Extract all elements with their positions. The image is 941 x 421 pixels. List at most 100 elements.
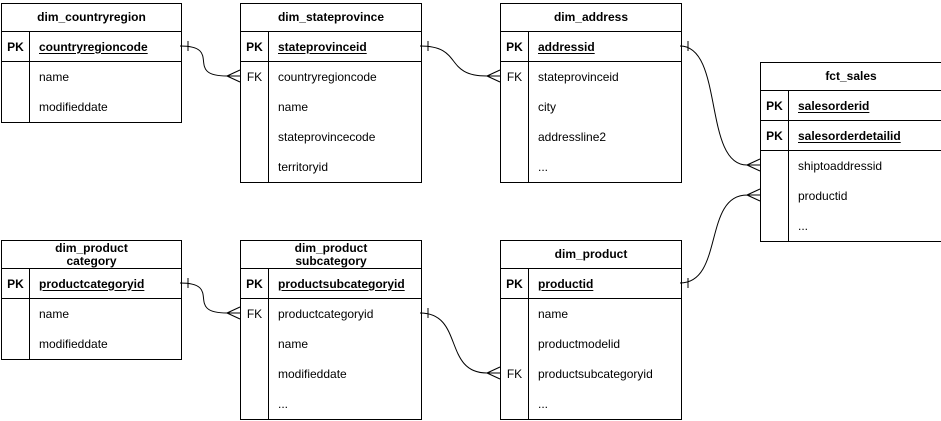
key-cell-empty bbox=[761, 181, 789, 211]
column-name: salesorderid bbox=[798, 98, 870, 113]
key-cell-empty bbox=[2, 92, 30, 122]
table-row[interactable]: name bbox=[241, 92, 421, 122]
table-row[interactable]: modifieddate bbox=[241, 359, 421, 389]
table-row[interactable]: addressline2 bbox=[501, 122, 681, 152]
table-row[interactable]: PK productid bbox=[501, 269, 681, 299]
column-name: stateprovinceid bbox=[278, 39, 367, 54]
relation-edge-dim_stateprovince-to-dim_address[interactable] bbox=[419, 41, 501, 83]
table-row[interactable]: PK salesorderid bbox=[761, 91, 941, 121]
table-row[interactable]: ... bbox=[501, 389, 681, 419]
relation-edge-dim_countryregion-to-dim_stateprovince[interactable] bbox=[179, 41, 241, 83]
relation-edge-dim_productcategory-to-dim_productsubcategory[interactable] bbox=[179, 278, 241, 320]
column-name: ... bbox=[798, 219, 809, 233]
table-title-line: dim_address bbox=[553, 10, 629, 24]
key-cell-empty bbox=[241, 152, 269, 182]
key-cell-empty bbox=[2, 329, 30, 359]
key-label-pk: PK bbox=[501, 269, 529, 298]
column-name: salesorderdetailid bbox=[798, 128, 901, 143]
key-label-pk: PK bbox=[241, 32, 269, 61]
column-name: name bbox=[278, 337, 309, 351]
column-name: ... bbox=[538, 397, 549, 411]
key-label-pk: PK bbox=[501, 32, 529, 61]
key-cell-empty bbox=[501, 92, 529, 122]
table-title-line: dim_product bbox=[55, 240, 128, 255]
key-label-pk: PK bbox=[761, 91, 789, 120]
table-row[interactable]: productmodelid bbox=[501, 329, 681, 359]
table-row[interactable]: city bbox=[501, 92, 681, 122]
table-row[interactable]: FK stateprovinceid bbox=[501, 62, 681, 92]
table-title: dim_address bbox=[501, 4, 681, 32]
key-cell-empty bbox=[761, 151, 789, 181]
table-row[interactable]: modifieddate bbox=[2, 92, 181, 122]
key-label-pk: PK bbox=[761, 121, 789, 150]
column-name: productmodelid bbox=[538, 337, 621, 351]
table-row[interactable]: territoryid bbox=[241, 152, 421, 182]
column-name: stateprovinceid bbox=[538, 70, 619, 84]
column-name: ... bbox=[278, 397, 289, 411]
key-cell-empty bbox=[241, 359, 269, 389]
table-row[interactable]: shiptoaddressid bbox=[761, 151, 941, 181]
key-cell-empty bbox=[2, 299, 30, 329]
column-name: ... bbox=[538, 160, 549, 174]
key-label-pk: PK bbox=[2, 269, 30, 298]
table-row[interactable]: stateprovincecode bbox=[241, 122, 421, 152]
table-row[interactable]: name bbox=[501, 299, 681, 329]
column-name: modifieddate bbox=[39, 100, 108, 114]
table-row[interactable]: PK stateprovinceid bbox=[241, 32, 421, 62]
key-cell-empty bbox=[761, 211, 789, 241]
table-title-line: dim_countryregion bbox=[37, 10, 146, 24]
key-cell-empty bbox=[241, 92, 269, 122]
key-cell-empty bbox=[501, 122, 529, 152]
table-row[interactable]: modifieddate bbox=[2, 329, 181, 359]
column-name: productsubcategoryid bbox=[538, 367, 653, 381]
table-row[interactable]: name bbox=[241, 329, 421, 359]
table-title-line: category bbox=[66, 253, 117, 268]
column-name: addressid bbox=[538, 39, 595, 54]
column-name: productsubcategoryid bbox=[278, 276, 405, 291]
column-name: shiptoaddressid bbox=[798, 159, 883, 173]
column-name: countryregioncode bbox=[39, 39, 148, 54]
table-row[interactable]: name bbox=[2, 62, 181, 92]
key-label-fk: FK bbox=[501, 62, 529, 92]
relation-edge-dim_productsubcategory-to-dim_product[interactable] bbox=[419, 308, 501, 380]
table-row[interactable]: ... bbox=[501, 152, 681, 182]
key-cell-empty bbox=[241, 122, 269, 152]
table-title: dim_countryregion bbox=[2, 4, 181, 32]
key-cell-empty bbox=[2, 62, 30, 92]
key-cell-empty bbox=[501, 329, 529, 359]
table-title-line: dim_product bbox=[554, 247, 628, 261]
column-name: productcategoryid bbox=[278, 307, 374, 321]
table-row[interactable]: productid bbox=[761, 181, 941, 211]
column-name: name bbox=[538, 307, 569, 321]
table-row[interactable]: ... bbox=[241, 389, 421, 419]
table-row[interactable]: PK addressid bbox=[501, 32, 681, 62]
column-name: name bbox=[278, 100, 309, 114]
column-name: city bbox=[538, 100, 556, 114]
column-name: territoryid bbox=[278, 160, 329, 174]
column-name: productid bbox=[538, 276, 594, 291]
table-row[interactable]: PK salesorderdetailid bbox=[761, 121, 941, 151]
relation-edge-dim_product-to-fct_sales[interactable] bbox=[679, 188, 761, 288]
table-row[interactable]: name bbox=[2, 299, 181, 329]
key-cell-empty bbox=[241, 329, 269, 359]
table-title: fct_sales bbox=[761, 63, 941, 91]
relation-edge-dim_address-to-fct_sales[interactable] bbox=[679, 41, 761, 172]
key-cell-empty bbox=[241, 389, 269, 419]
table-row[interactable]: ... bbox=[761, 211, 941, 241]
table-title: dim_product bbox=[501, 241, 681, 269]
